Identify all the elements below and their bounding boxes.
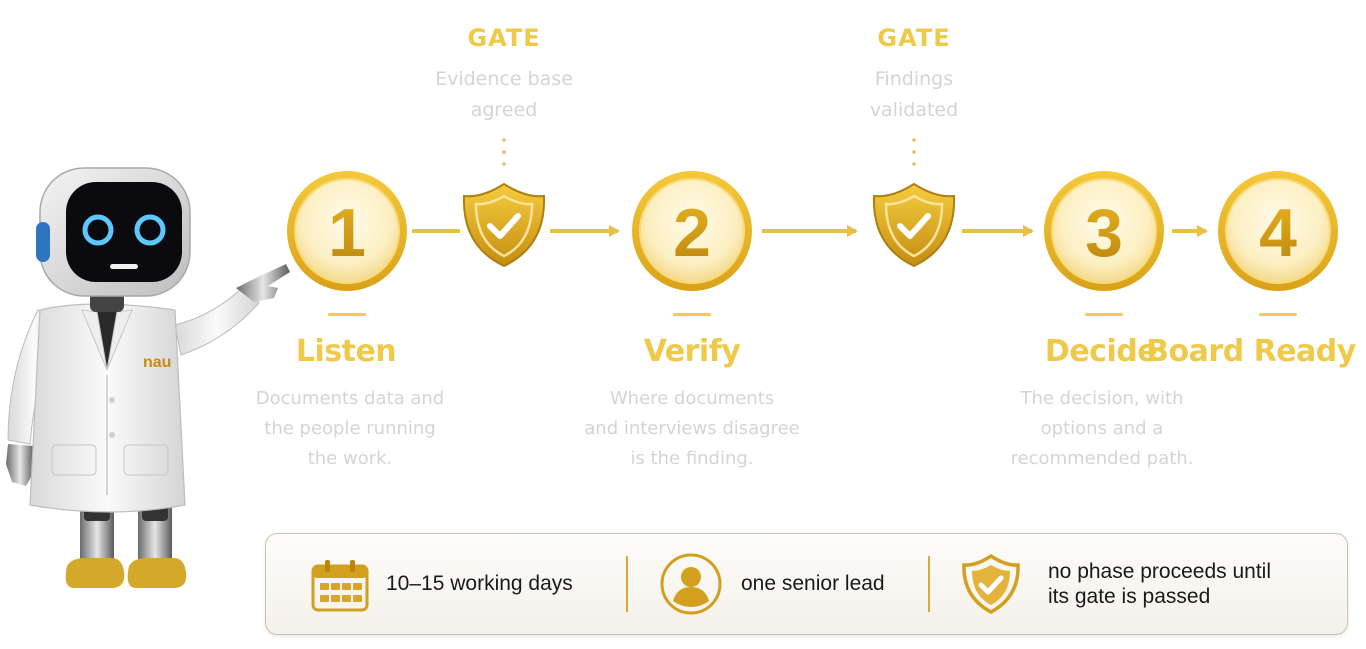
phase-1-title: Listen bbox=[295, 334, 397, 369]
phase-3-title: Decide bbox=[1044, 334, 1158, 369]
gate-1-label: Evidence base agreed bbox=[435, 68, 573, 121]
phase-3-underline bbox=[1085, 313, 1123, 316]
phase-1-underline bbox=[328, 313, 366, 316]
gate-2-shield-icon bbox=[872, 182, 956, 268]
gate-1-shield-icon bbox=[462, 182, 546, 268]
gate-2-title: GATE bbox=[877, 24, 951, 52]
phase-4-circle: 4 bbox=[1218, 171, 1338, 291]
info-divider-1 bbox=[626, 556, 628, 612]
phase-2-number: 2 bbox=[673, 195, 711, 271]
lead-text: one senior lead bbox=[741, 572, 885, 595]
gate-rule-text: no phase proceeds until its gate is pass… bbox=[1048, 560, 1271, 608]
robot-badge: nau bbox=[143, 354, 172, 371]
person-icon bbox=[660, 553, 722, 615]
calendar-icon bbox=[311, 560, 369, 612]
shield-check-icon bbox=[962, 553, 1020, 614]
phase-2-underline bbox=[673, 313, 711, 316]
gate-2-label: Findings validated bbox=[869, 68, 959, 121]
phase-1-number: 1 bbox=[328, 195, 366, 271]
phase-2-description: Where documents and interviews disagree … bbox=[584, 388, 800, 469]
flow-graphic: 1 2 3 4 bbox=[287, 138, 1338, 291]
phase-4-underline bbox=[1259, 313, 1297, 316]
phase-3-number: 3 bbox=[1085, 195, 1123, 271]
phase-3-circle: 3 bbox=[1044, 171, 1164, 291]
phase-1-circle: 1 bbox=[287, 171, 407, 291]
phase-4-title: Board Ready bbox=[1146, 334, 1356, 369]
robot-mascot bbox=[6, 167, 290, 588]
phase-2-circle: 2 bbox=[632, 171, 752, 291]
phase-4-number: 4 bbox=[1259, 195, 1297, 271]
gate-1-title: GATE bbox=[467, 24, 541, 52]
phase-1-description: Documents data and the people running th… bbox=[255, 388, 445, 469]
info-bar: 10–15 working days one senior lead no ph… bbox=[265, 533, 1348, 635]
phase-2-title: Verify bbox=[643, 334, 741, 369]
phase-3-description: The decision, with options and a recomme… bbox=[1010, 388, 1194, 469]
duration-text: 10–15 working days bbox=[386, 572, 573, 595]
info-divider-2 bbox=[928, 556, 930, 612]
